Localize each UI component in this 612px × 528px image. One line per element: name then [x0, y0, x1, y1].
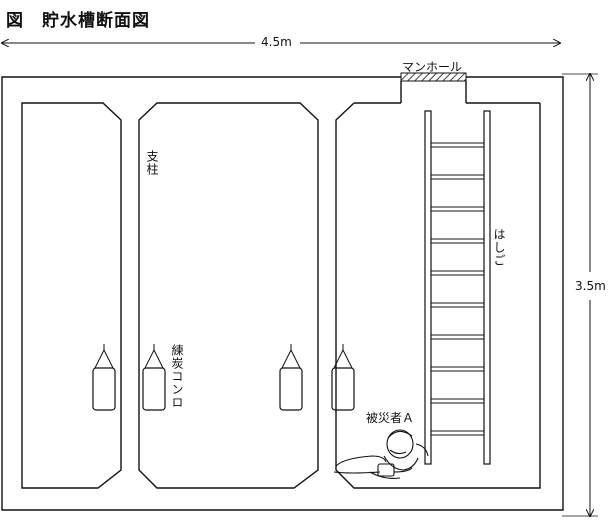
ladder-rung [430, 238, 485, 244]
briquette-stove [279, 344, 303, 411]
manhole-label: マンホール [402, 60, 463, 74]
ladder-rung [430, 334, 485, 340]
diagram-title: 図 貯水槽断面図 [6, 11, 150, 31]
briquette-stove [142, 344, 166, 411]
ladder-rung [430, 142, 485, 148]
manhole-cover [400, 72, 540, 104]
victim-label: 被災者Ａ [366, 411, 415, 425]
tank-outer-wall [1, 76, 564, 511]
stove-label: 練炭コンロ [170, 344, 184, 409]
ladder-rung [430, 174, 485, 180]
victim-figure [333, 429, 429, 479]
briquette-stove [331, 344, 355, 411]
ladder-rung [430, 206, 485, 212]
ladder-rung [430, 270, 485, 276]
ladder-label: はしご [492, 228, 506, 267]
ladder-rung [430, 302, 485, 308]
briquette-stove [92, 344, 116, 411]
ladder-rung [430, 398, 485, 404]
height-dimension-label: 3.5m [575, 279, 606, 293]
tank-inner-wall [21, 102, 541, 489]
width-dimension-label: 4.5m [261, 35, 292, 49]
ladder [424, 110, 491, 465]
height-dimension-line [562, 74, 598, 516]
ladder-rung [430, 430, 485, 436]
pillar-label: 支柱 [145, 150, 159, 176]
ladder-rung [430, 366, 485, 372]
